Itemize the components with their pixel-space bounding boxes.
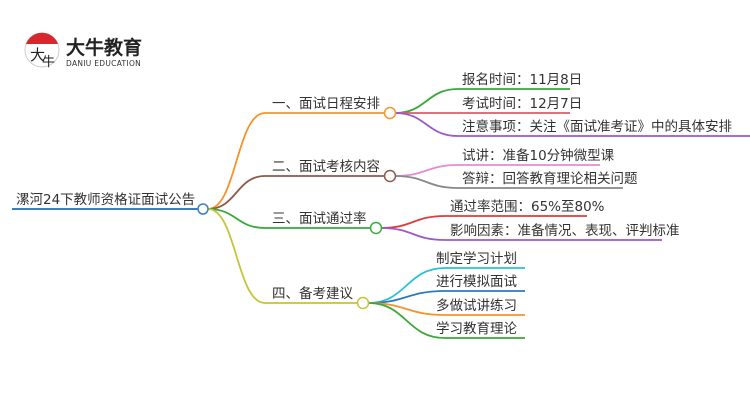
leaf-topic[interactable]: 影响因素：准备情况、表现、评判标准	[450, 222, 680, 239]
branch-edge	[207, 175, 385, 210]
leaf-edge	[367, 302, 525, 339]
svg-text:牛: 牛	[42, 55, 55, 70]
logo-name-en: DANIU EDUCATION	[66, 59, 141, 68]
leaf-topic[interactable]: 注意事项：关注《面试准考证》中的具体安排	[462, 118, 732, 135]
leaf-topic[interactable]: 进行模拟面试	[436, 274, 517, 290]
leaf-edge	[380, 227, 662, 241]
logo-name-cn: 大牛教育	[66, 36, 142, 59]
leaf-edge	[394, 175, 623, 189]
leaf-topic[interactable]: 试讲：准备10分钟微型课	[462, 147, 615, 164]
branch-collapse-toggle[interactable]	[356, 296, 370, 310]
logo-mark: 大	[30, 46, 45, 64]
leaf-edge	[394, 88, 570, 114]
branch-topic[interactable]: 一、面试日程安排	[272, 96, 380, 112]
branch-edge	[207, 112, 385, 210]
leaf-topic[interactable]: 报名时间：11月8日	[462, 72, 582, 88]
leaf-topic[interactable]: 多做试讲练习	[436, 297, 517, 314]
root-topic[interactable]: 漯河24下教师资格证面试公告	[16, 192, 195, 208]
leaf-edge	[367, 267, 525, 304]
root-collapse-toggle[interactable]	[197, 203, 209, 215]
logo: 大 牛 大牛教育 DANIU EDUCATION	[24, 32, 142, 70]
leaf-topic[interactable]: 制定学习计划	[436, 251, 517, 267]
leaf-topic[interactable]: 学习教育理论	[436, 321, 517, 337]
branch-edge	[207, 208, 358, 304]
branch-collapse-toggle[interactable]	[383, 106, 397, 120]
leaf-edge	[394, 112, 750, 137]
branch-collapse-toggle[interactable]	[369, 221, 383, 235]
leaf-topic[interactable]: 通过率范围：65%至80%	[450, 198, 605, 215]
branch-topic[interactable]: 二、面试考核内容	[272, 158, 380, 175]
branch-edge	[207, 208, 371, 229]
branch-topic[interactable]: 四、备考建议	[272, 285, 353, 302]
leaf-topic[interactable]: 答辩：回答教育理论相关问题	[462, 170, 638, 187]
branch-topic[interactable]: 三、面试通过率	[272, 210, 367, 227]
leaf-edge	[367, 290, 525, 304]
leaf-topic[interactable]: 考试时间：12月7日	[462, 96, 582, 112]
branch-collapse-toggle[interactable]	[383, 169, 397, 183]
